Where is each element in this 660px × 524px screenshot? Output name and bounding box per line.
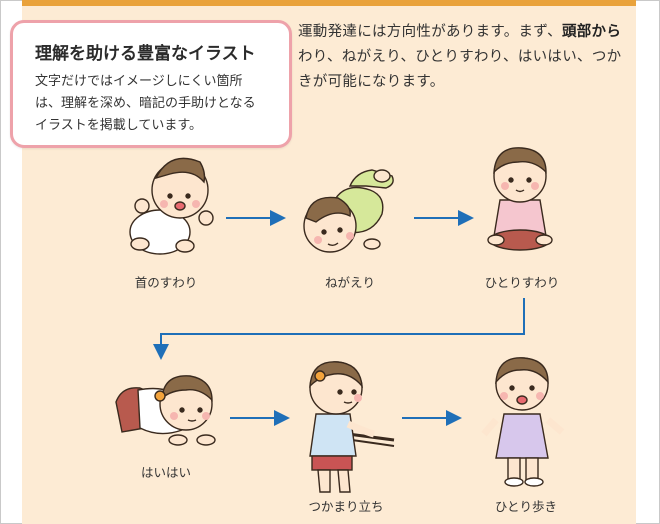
body-line-1-emphasis: 頭部から — [561, 24, 622, 40]
stage-label-crawling: はいはい — [140, 465, 192, 480]
body-line-1: 運動発達には方向性があります。まず、頭部から — [298, 20, 638, 45]
baby-standing-with-support-illustration — [309, 361, 395, 493]
body-line-2: わり、ねがえり、ひとりすわり、はいはい、つか — [298, 49, 622, 65]
baby-neck-control-illustration — [129, 157, 214, 255]
stage-label-walking: ひとり歩き — [494, 499, 558, 514]
callout-line-2: は、理解を深め、暗記の手助けとなる — [35, 96, 256, 111]
baby-walking-illustration — [481, 357, 565, 487]
callout-line-3: イラストを掲載しています。 — [35, 118, 203, 133]
body-line-1-text: 運動発達には方向性があります。まず、 — [298, 24, 562, 40]
baby-sitting-illustration — [487, 147, 553, 251]
stage-label-sitting: ひとりすわり — [484, 275, 560, 290]
stage-label-neck-control: 首のすわり — [134, 275, 198, 290]
callout-title: 理解を助ける豊富なイラスト — [35, 44, 256, 64]
page-header-bar — [22, 0, 636, 6]
body-paragraph: 運動発達には方向性があります。まず、頭部から わり、ねがえり、ひとりすわり、はい… — [298, 20, 638, 95]
arrow-3-to-4 — [153, 298, 525, 360]
body-line-3: きが可能になります。 — [298, 74, 445, 90]
stage-label-pull-to-stand: つかまり立ち — [308, 499, 384, 514]
flow-arrows — [153, 210, 525, 426]
baby-crawling-illustration — [115, 375, 216, 446]
callout-body: 文字だけではイメージしにくい箇所 は、理解を深め、暗記の手助けとなる イラストを… — [35, 71, 285, 137]
baby-rolling-over-illustration — [303, 169, 394, 253]
stage-label-rolling-over: ねがえり — [324, 275, 376, 290]
feature-callout-box: 理解を助ける豊富なイラスト 文字だけではイメージしにくい箇所 は、理解を深め、暗… — [10, 20, 292, 148]
callout-line-1: 文字だけではイメージしにくい箇所 — [35, 74, 243, 89]
